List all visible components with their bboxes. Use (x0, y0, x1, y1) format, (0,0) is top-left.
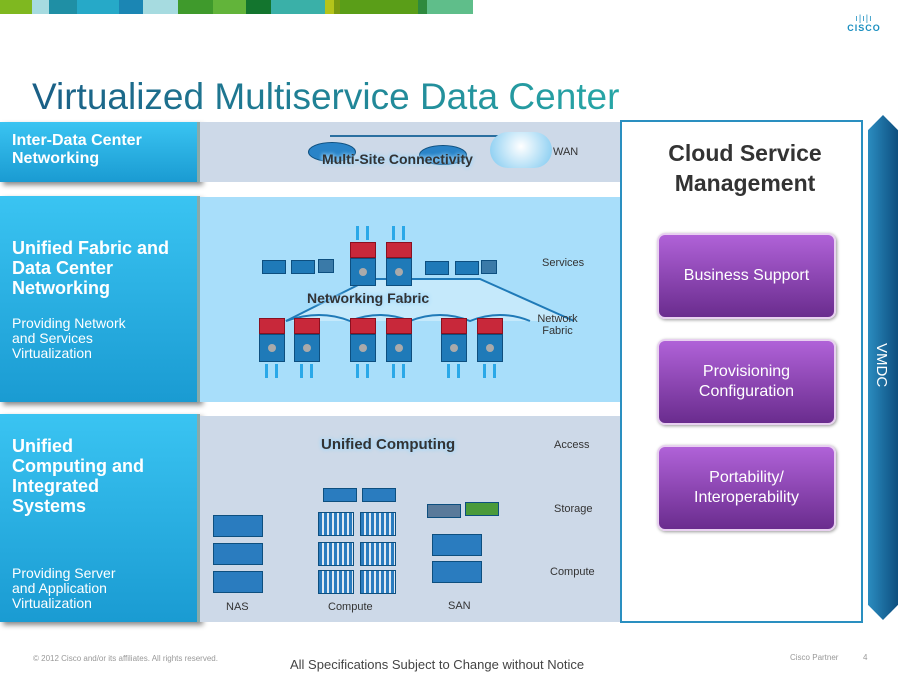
san-switch-icon (465, 502, 499, 516)
provisioning-configuration-box: Provisioning Configuration (657, 339, 836, 425)
uplink-line (392, 226, 395, 240)
panel-inter-dc: Inter-Data Center Networking (0, 122, 200, 182)
uplink-line (402, 226, 405, 240)
brand-color-segment (49, 0, 77, 14)
nexus-switch-icon (386, 242, 412, 286)
blade-chassis-icon (318, 570, 354, 594)
brand-color-segment (32, 0, 49, 14)
brand-color-segment (77, 0, 119, 14)
blade-chassis-icon (360, 542, 396, 566)
brand-color-segment (325, 0, 334, 14)
nexus-switch-icon (294, 318, 320, 362)
brand-color-segment (143, 0, 178, 14)
band-compute (200, 416, 620, 622)
san-storage-icon (432, 534, 482, 556)
firewall-icon (262, 260, 286, 274)
load-balancer-icon (291, 260, 315, 274)
brand-color-segment (418, 0, 427, 14)
multisite-label: Multi-Site Connectivity (322, 151, 473, 167)
brand-color-segment (0, 0, 32, 14)
nas-storage-icon (213, 543, 263, 565)
ips-icon (481, 260, 497, 274)
uplink-line (356, 364, 359, 378)
nexus-switch-icon (350, 242, 376, 286)
vmdc-arrow: VMDC (868, 115, 898, 620)
uplink-line (366, 226, 369, 240)
blade-chassis-icon (360, 570, 396, 594)
firewall-icon (425, 261, 449, 275)
storage-label: Storage (554, 503, 593, 515)
uplink-line (402, 364, 405, 378)
san-label: SAN (448, 600, 471, 612)
vmdc-label: VMDC (873, 343, 890, 388)
brand-color-segment (119, 0, 143, 14)
brand-color-segment (246, 0, 271, 14)
page-number: 4 (863, 653, 868, 662)
partner-label: Cisco Partner (790, 653, 839, 662)
uplink-line (300, 364, 303, 378)
compute-label: Compute (550, 566, 595, 578)
san-storage-icon (432, 561, 482, 583)
router-icon (419, 145, 467, 165)
fabric-interconnect-icon (362, 488, 396, 502)
fabric-interconnect-icon (323, 488, 357, 502)
blade-chassis-icon (318, 542, 354, 566)
uplink-line (447, 364, 450, 378)
access-label: Access (554, 439, 590, 451)
ips-icon (318, 259, 334, 273)
brand-color-segment (427, 0, 473, 14)
portability-interoperability-box: Portability/ Interoperability (657, 445, 836, 531)
uplink-line (275, 364, 278, 378)
san-switch-icon (427, 504, 461, 518)
nexus-switch-icon (386, 318, 412, 362)
nas-storage-icon (213, 515, 263, 537)
copyright: © 2012 Cisco and/or its affiliates. All … (33, 654, 218, 663)
network-fabric-label: Network Fabric (537, 313, 578, 337)
slide-title: Virtualized Multiservice Data Center (32, 76, 620, 117)
brand-color-segment (213, 0, 246, 14)
cloud-service-title: Cloud Service Management (668, 140, 822, 196)
nexus-switch-icon (477, 318, 503, 362)
compute-device-label: Compute (328, 601, 373, 613)
blade-chassis-icon (360, 512, 396, 536)
cisco-logo: ı|ı|ı CISCO (847, 13, 881, 33)
uplink-line (392, 364, 395, 378)
uplink-line (457, 364, 460, 378)
nas-storage-icon (213, 571, 263, 593)
nexus-switch-icon (350, 318, 376, 362)
brand-color-bar (0, 0, 820, 14)
networking-fabric-label: Networking Fabric (307, 290, 430, 306)
uplink-line (356, 226, 359, 240)
services-label: Services (542, 257, 585, 269)
brand-color-segment (178, 0, 213, 14)
uplink-line (483, 364, 486, 378)
brand-color-segment (271, 0, 325, 14)
uplink-line (493, 364, 496, 378)
cloud-icon (490, 132, 552, 168)
wan-link (330, 135, 530, 137)
blade-chassis-icon (318, 512, 354, 536)
uplink-line (265, 364, 268, 378)
business-support-box: Business Support (657, 233, 836, 319)
brand-color-segment (334, 0, 340, 14)
nexus-switch-icon (441, 318, 467, 362)
brand-color-segment (340, 0, 418, 14)
router-icon (308, 142, 356, 162)
uplink-line (310, 364, 313, 378)
load-balancer-icon (455, 261, 479, 275)
uplink-line (366, 364, 369, 378)
unified-computing-label: Unified Computing (321, 436, 456, 453)
nas-label: NAS (226, 601, 249, 613)
notice: All Specifications Subject to Change wit… (290, 657, 585, 672)
panel-unified-fabric: Unified Fabric and Data Center Networkin… (0, 196, 200, 402)
panel-unified-computing: Unified Computing and Integrated Systems… (0, 414, 200, 622)
nexus-switch-icon (259, 318, 285, 362)
wan-label: WAN (553, 146, 579, 158)
